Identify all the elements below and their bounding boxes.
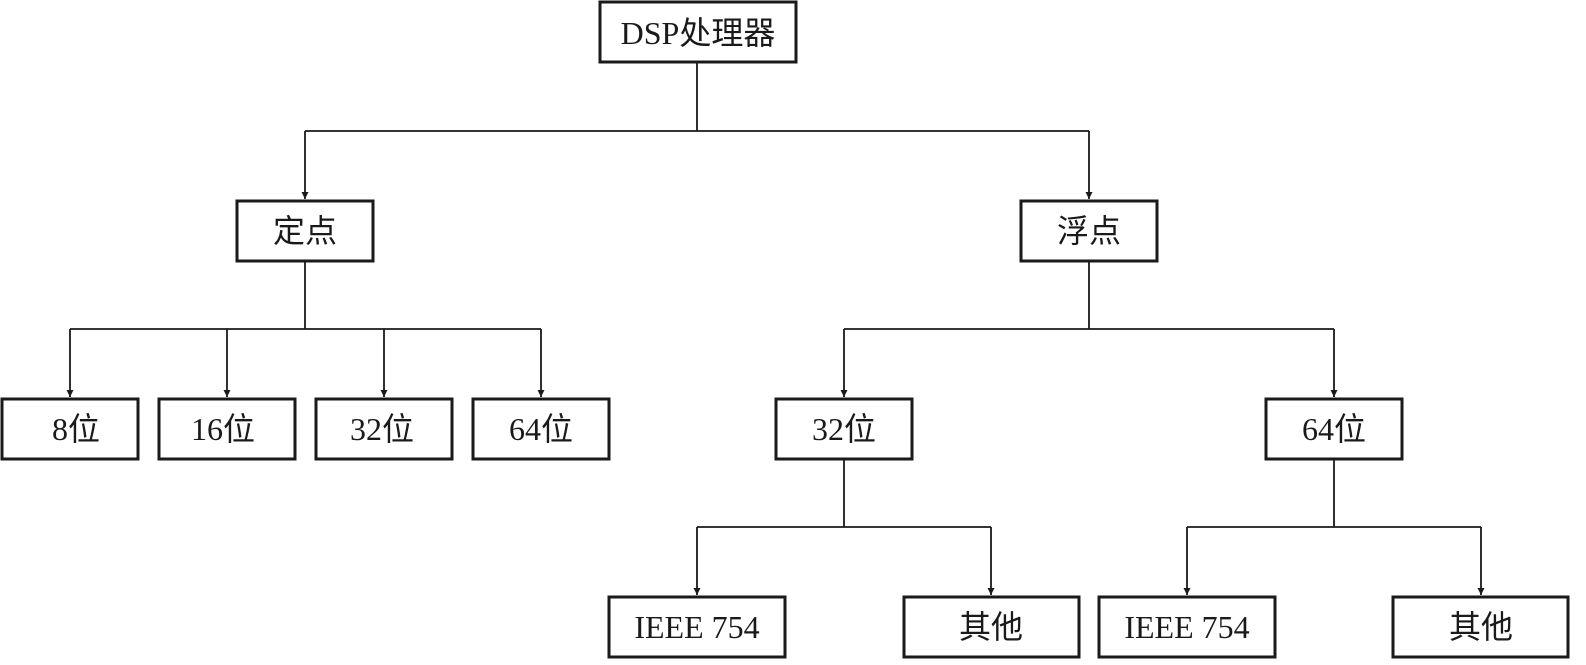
node-float64-ieee-label: IEEE 754 [1124, 609, 1249, 645]
node-root: DSP处理器 [598, 0, 798, 64]
node-float32-other-label: 其他 [959, 609, 1023, 645]
node-float-label: 浮点 [1057, 213, 1121, 249]
connectors [66, 62, 1485, 595]
node-float-32: 32位 [774, 397, 914, 461]
node-fixed-16: 16位 [157, 397, 297, 461]
node-fixed-16-label: 16位 [191, 411, 255, 447]
node-float64-other: 其他 [1391, 595, 1570, 659]
node-fixed-64: 64位 [471, 397, 611, 461]
node-float-32-label: 32位 [812, 411, 876, 447]
node-float32-other: 其他 [902, 595, 1081, 659]
node-float32-ieee-label: IEEE 754 [634, 609, 759, 645]
node-float-64-label: 64位 [1302, 411, 1366, 447]
node-fixed-32-label: 32位 [350, 411, 414, 447]
node-float64-ieee: IEEE 754 [1097, 595, 1277, 659]
node-float32-ieee: IEEE 754 [607, 595, 787, 659]
node-root-label: DSP处理器 [621, 15, 776, 51]
node-fixed-label: 定点 [273, 213, 337, 249]
node-float: 浮点 [1019, 199, 1159, 263]
node-fixed-8-label: 8位 [52, 411, 100, 447]
node-fixed-32: 32位 [314, 397, 454, 461]
node-fixed-64-label: 64位 [509, 411, 573, 447]
node-float-64: 64位 [1264, 397, 1404, 461]
node-fixed-8: 8位 [0, 397, 140, 461]
node-fixed: 定点 [235, 199, 375, 263]
node-float64-other-label: 其他 [1449, 609, 1513, 645]
